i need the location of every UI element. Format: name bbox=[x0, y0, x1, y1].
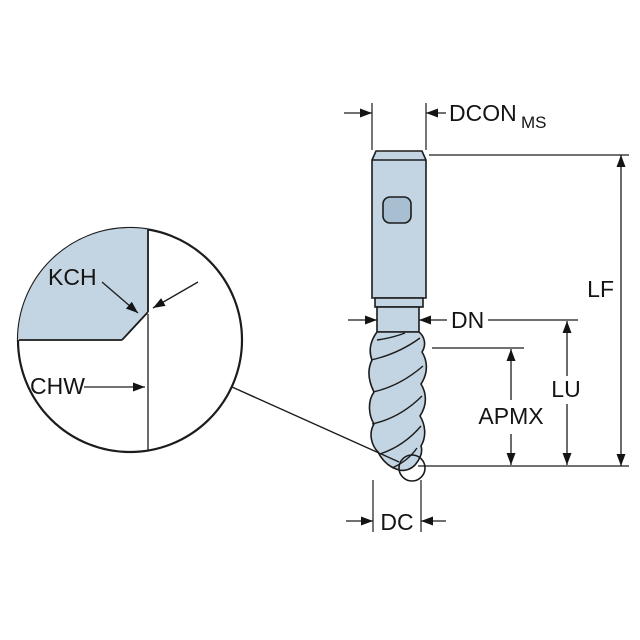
tool-shank bbox=[371, 150, 427, 299]
label-dcon: DCON bbox=[449, 100, 517, 126]
label-dcon-subscript-ms: MS bbox=[521, 113, 547, 132]
label-lf: LF bbox=[587, 276, 614, 302]
chamfer-edge bbox=[121, 311, 149, 341]
corner-locator-circle bbox=[398, 454, 426, 482]
chamfer-angle-line bbox=[152, 281, 199, 309]
flute-spiral-lines bbox=[370, 332, 424, 469]
kch-leader-arrow bbox=[101, 281, 139, 314]
tool-drawing bbox=[368, 150, 428, 472]
label-dn: DN bbox=[451, 307, 484, 333]
label-kch: KCH bbox=[48, 264, 97, 290]
weldon-flat bbox=[382, 196, 412, 224]
label-chw: CHW bbox=[30, 373, 85, 399]
reference-lines bbox=[371, 103, 629, 532]
tool-neck bbox=[376, 306, 420, 333]
label-lu: LU bbox=[551, 376, 580, 402]
tool-flutes bbox=[368, 331, 428, 472]
detail-leader-line bbox=[231, 386, 400, 463]
tool-collar bbox=[374, 297, 424, 308]
label-apmx: APMX bbox=[478, 403, 543, 429]
label-dc: DC bbox=[380, 509, 413, 535]
